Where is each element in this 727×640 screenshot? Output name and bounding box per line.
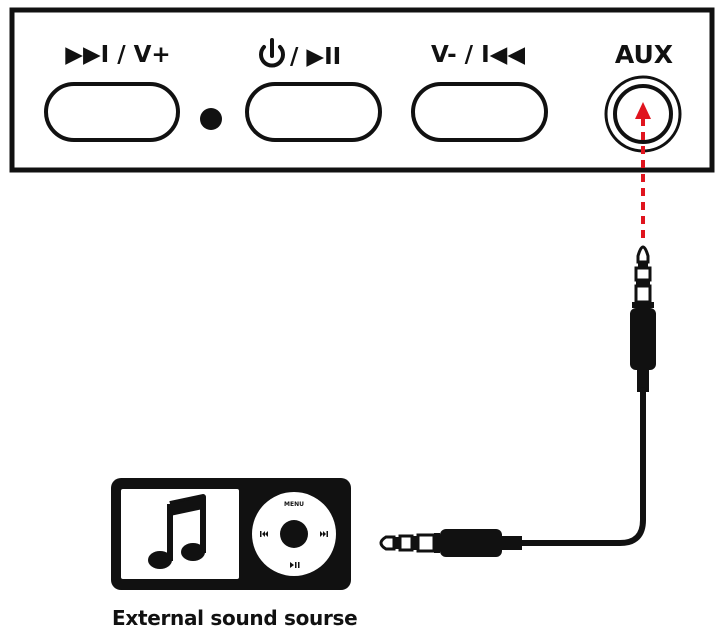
power-play-label: / ▶II [290, 44, 341, 70]
cable-cord [517, 387, 646, 546]
power-icon [259, 38, 285, 68]
center-button[interactable] [280, 520, 308, 548]
volume-down-prev-button[interactable] [411, 82, 548, 142]
prev-icon [260, 531, 268, 537]
upper-jack-plug [630, 245, 656, 392]
caption: External sound sourse [112, 606, 358, 630]
next-volume-up-button[interactable] [44, 82, 180, 142]
volume-down-prev-label: V- / I◀◀ [431, 42, 525, 68]
play-pause-icon [290, 562, 300, 568]
menu-label: MENU [284, 501, 304, 508]
music-player: MENU [111, 478, 351, 590]
signal-arrow [635, 102, 651, 238]
music-note-icon [148, 494, 206, 569]
power-play-pause-button[interactable] [245, 82, 382, 142]
aux-label: AUX [615, 40, 673, 69]
next-volume-up-label: ▶▶I / V+ [65, 42, 170, 68]
led-indicator [200, 108, 222, 130]
aux-cable [379, 245, 656, 557]
arrow-head [635, 102, 651, 119]
lower-jack-plug [379, 529, 522, 557]
next-icon [320, 531, 328, 537]
control-panel: ▶▶I / V+ / ▶II V- / I◀◀ AUX [9, 7, 715, 173]
